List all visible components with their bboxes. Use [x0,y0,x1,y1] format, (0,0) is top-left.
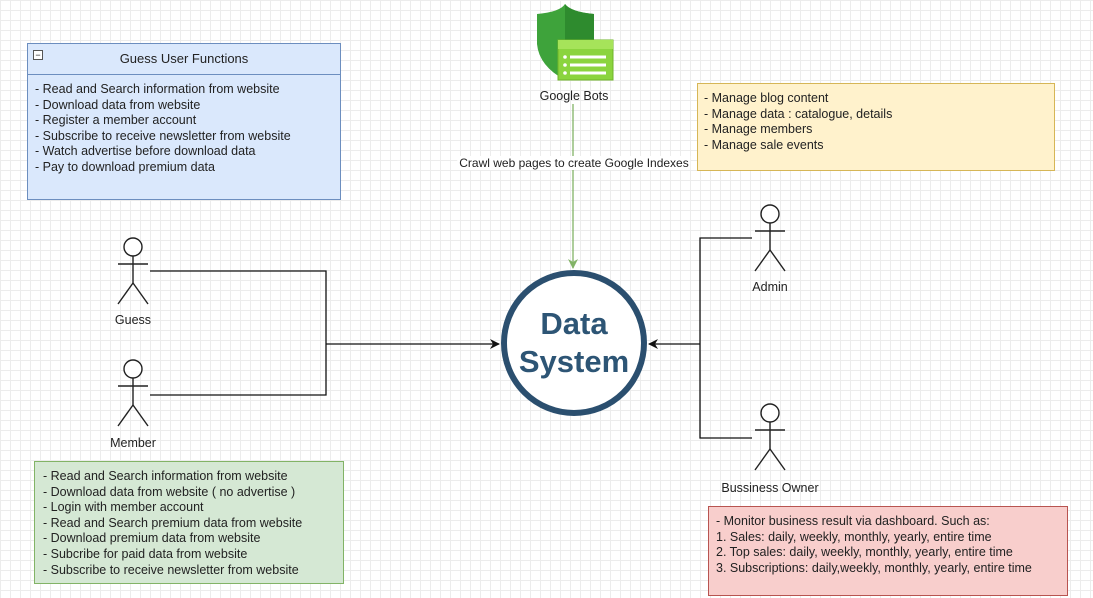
owner-functions-list: - Monitor business result via dashboard.… [716,514,1067,576]
data-system-node[interactable]: Data System [501,270,647,416]
list-item: - Download data from website [35,97,201,112]
list-item: - Manage blog content [704,91,829,105]
list-item: - Subcribe for paid data from website [43,546,248,561]
guess-member-connector [150,270,500,396]
list-item: 2. Top sales: daily, weekly, monthly, ye… [716,545,1013,560]
list-item: - Monitor business result via dashboard.… [716,514,990,528]
member-functions-box: - Read and Search information from websi… [34,461,344,584]
crawl-edge-label: Crawl web pages to create Google Indexes [457,156,691,170]
list-item: 3. Subscriptions: daily,weekly, monthly,… [716,560,1032,575]
list-item: 1. Sales: daily, weekly, monthly, yearly… [716,529,992,544]
list-item: - Read and Search information from websi… [43,469,288,483]
guess-functions-box: − Guess User Functions - Read and Search… [27,43,341,200]
owner-actor-icon[interactable] [754,403,786,471]
list-item: - Manage sale events [704,137,824,152]
admin-actor-label: Admin [752,280,788,294]
google-bots-shield-icon[interactable] [537,4,614,81]
guess-functions-title: Guess User Functions [119,51,249,66]
owner-functions-box: - Monitor business result via dashboard.… [708,506,1068,596]
guess-functions-header: − Guess User Functions [28,44,340,75]
list-item: - Register a member account [35,113,197,128]
list-item: - Read and Search information from websi… [35,82,280,96]
list-item: - Subscribe to receive newsletter from w… [43,562,299,577]
owner-actor-label: Bussiness Owner [721,481,819,495]
list-item: - Read and Search premium data from webs… [43,515,303,530]
list-item: - Login with member account [43,500,204,515]
member-functions-list: - Read and Search information from websi… [43,469,343,578]
guess-actor-icon[interactable] [117,237,149,305]
member-actor-label: Member [110,436,156,450]
data-system-label: Data System [518,306,630,379]
collapse-icon[interactable]: − [33,50,43,60]
admin-owner-connector [648,237,752,439]
member-actor-icon[interactable] [117,359,149,427]
admin-functions-list: - Manage blog content - Manage data : ca… [704,91,1054,153]
admin-functions-box: - Manage blog content - Manage data : ca… [697,83,1055,171]
admin-actor-icon[interactable] [754,204,786,272]
list-item: - Subscribe to receive newsletter from w… [35,128,291,143]
list-item: - Download premium data from website [43,531,261,546]
list-item: - Manage data : catalogue, details [704,106,893,121]
guess-functions-list: - Read and Search information from websi… [28,75,340,176]
google-bots-label: Google Bots [539,89,609,103]
list-item: - Manage members [704,122,813,137]
list-item: - Download data from website ( no advert… [43,484,296,499]
guess-actor-label: Guess [114,313,152,327]
list-item: - Pay to download premium data [35,159,215,174]
list-item: - Watch advertise before download data [35,144,256,159]
